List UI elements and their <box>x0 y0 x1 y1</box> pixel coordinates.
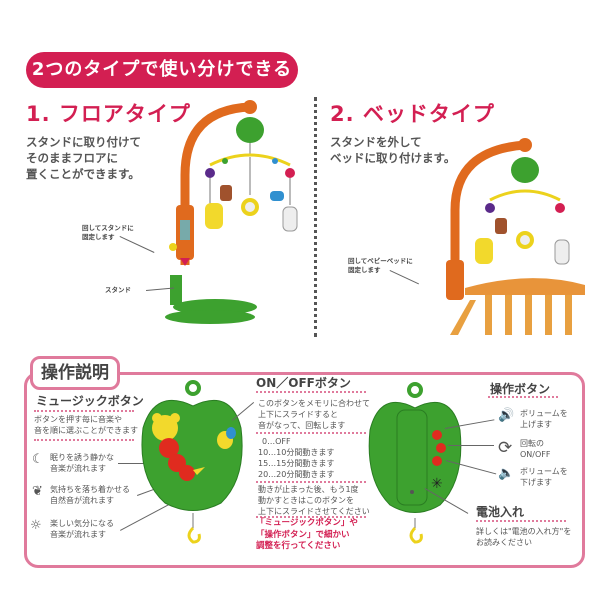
floor-rotate-note: 回してスタンドに 固定します <box>82 224 134 241</box>
onoff-button-title: ON／OFFボタン <box>256 376 351 390</box>
music-mode-quiet: 眠りを誘う静かな 音楽が流れます <box>50 453 114 473</box>
svg-text:✳: ✳ <box>431 476 443 492</box>
bed-type-title: 2. ベッドタイプ <box>330 102 495 126</box>
timer-option-20: 20…20分間動きます <box>258 470 335 479</box>
rotate-icon: ⟳ <box>498 438 513 458</box>
music-mode-nature: 気持ちを落ち着かせる 自然音が流れます <box>50 485 130 505</box>
floor-mobile-illustration <box>165 100 298 324</box>
mobile-back-unit: ✳ <box>368 382 462 544</box>
bed-type-description: スタンドを外して ベッドに取り付けます。 <box>330 135 456 165</box>
floor-type-title: 1. フロアタイプ <box>26 102 191 126</box>
bed-rotate-note: 回してベビーベッドに 固定します <box>348 257 413 274</box>
onoff-description: このボタンをメモリに合わせて 上下にスライドすると 音がなって、回転します <box>258 399 370 430</box>
section-banner: 2つのタイプで使い分けできる <box>26 52 298 88</box>
timer-option-15: 15…15分間動きます <box>258 459 335 468</box>
moon-icon: ☾ <box>32 452 44 467</box>
mobile-front-unit <box>141 380 243 544</box>
stand-label: スタンド <box>105 286 131 294</box>
operation-panel <box>24 372 585 568</box>
music-button-title: ミュージックボタン <box>36 394 144 408</box>
sun-icon: ☼ <box>30 518 42 533</box>
battery-title: 電池入れ <box>476 505 525 519</box>
timer-option-10: 10…10分間動きます <box>258 448 335 457</box>
rotate-label: 回転の ON/OFF <box>520 439 551 459</box>
restart-note: 動きが止まった後、もう1度 動かすときはこのボタンを 上下にスライドさせてくださ… <box>258 485 370 516</box>
volume-down-icon: 🔈 <box>498 466 515 481</box>
timer-option-0: 0…OFF <box>262 437 291 446</box>
floor-type-description: スタンドに取り付けて そのままフロアに 置くことができます。 <box>26 135 141 181</box>
type-divider <box>314 97 317 337</box>
volume-up-label: ボリュームを 上げます <box>520 409 568 429</box>
adjust-note: 「ミュージックボタン」や 「操作ボタン」で細かい 調整を行ってください <box>256 518 358 551</box>
music-button-description: ボタンを押す毎に音楽や 音を順に選ぶことができます <box>34 415 138 435</box>
music-mode-happy: 楽しい気分になる 音楽が流れます <box>50 519 114 539</box>
volume-down-label: ボリュームを 下げます <box>520 467 568 487</box>
control-buttons-title: 操作ボタン <box>490 382 551 396</box>
volume-up-icon: 🔊 <box>498 408 515 423</box>
bed-mobile-illustration <box>446 138 585 335</box>
operation-tag: 操作説明 <box>30 356 120 390</box>
leaf-icon: ❦ <box>32 484 43 499</box>
battery-description: 詳しくは"電池の入れ方"を お読みください <box>476 527 572 547</box>
